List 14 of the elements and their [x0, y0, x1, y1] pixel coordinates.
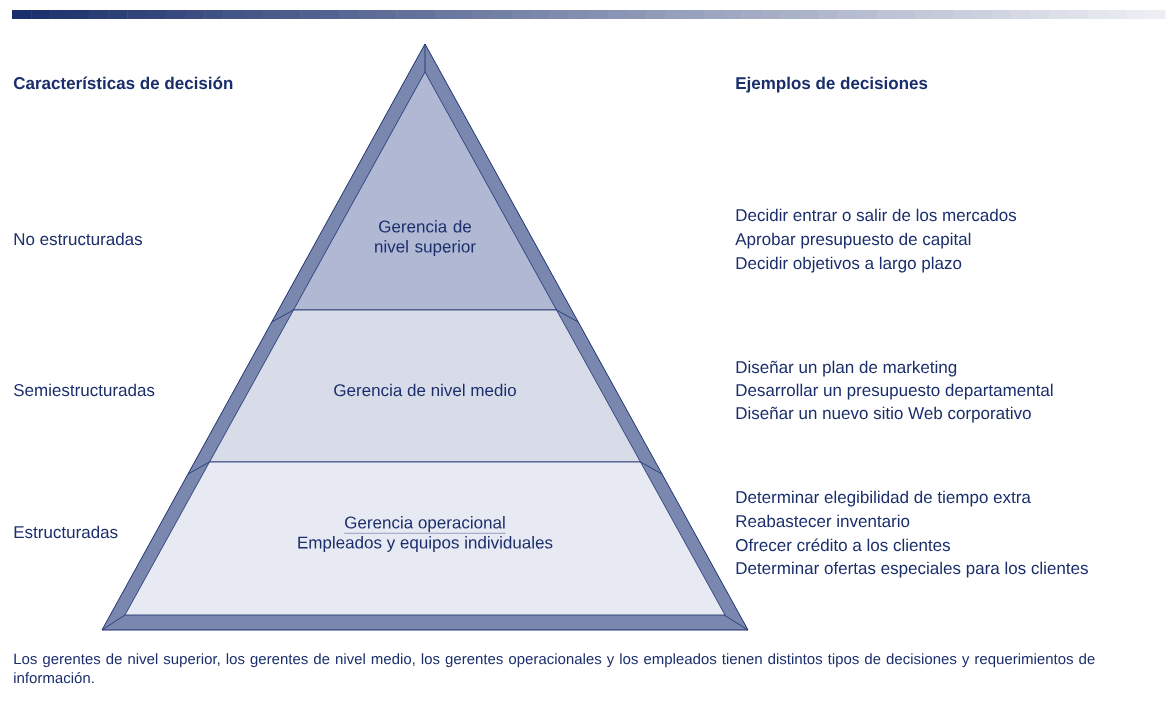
example-text: Diseñar un nuevo sitio Web corporativo	[736, 406, 1031, 423]
example-text: Aprobar presupuesto de capital	[735, 232, 971, 249]
row-label: Semiestructuradas	[14, 383, 155, 397]
column-heading: Características de decisión	[13, 76, 233, 90]
pyramid-tier: Gerencia de nivel medio	[209, 309, 641, 463]
pyramid-tier: Gerencia operacional Empleados y equipos individuales	[124, 461, 726, 616]
example-text: Desarrollar un presupuesto departamental	[736, 383, 1053, 400]
example-text: Diseñar un plan de marketing	[736, 360, 957, 377]
example-text: Decidir entrar o salir de los mercados	[736, 208, 1017, 222]
row-label: No estructuradas	[14, 232, 142, 246]
example-text: Decidir objetivos a largo plazo	[736, 256, 962, 273]
column-heading: Ejemplos de decisiones	[736, 76, 928, 93]
caption: Los gerentes de nivel superior, los gerentes de nivel medio, los gerentes operacionales y los empleados tienen distintos tipos de decisiones y requerimientos de información.	[14, 653, 1095, 684]
pyramid-tier: Gerencia de nivel superior	[293, 71, 557, 311]
